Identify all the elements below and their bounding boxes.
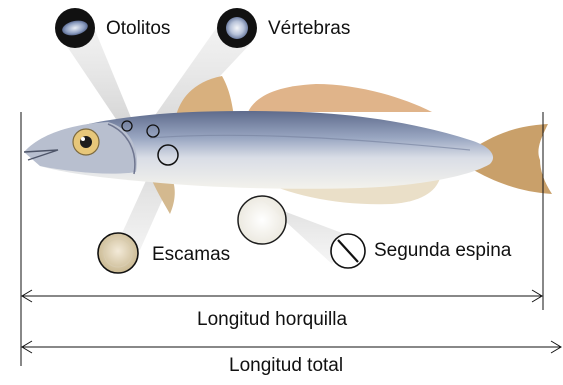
fish-eye-glint (81, 137, 85, 141)
dorsal-fin-second (248, 84, 432, 112)
spine-icon (331, 234, 365, 268)
vertebra-icon (217, 8, 257, 48)
total-length-arrow (22, 341, 561, 353)
vertebras-label: Vértebras (268, 19, 350, 38)
fork-length-label: Longitud horquilla (197, 310, 347, 329)
segunda-espina-marker (238, 196, 286, 244)
otolith-icon (55, 8, 95, 48)
segunda-espina-label: Segunda espina (374, 241, 511, 260)
otolitos-label: Otolitos (106, 19, 170, 38)
total-length-label: Longitud total (229, 356, 343, 375)
scale-icon (98, 233, 138, 273)
escamas-label: Escamas (152, 245, 230, 264)
fork-length-arrow (22, 290, 542, 302)
